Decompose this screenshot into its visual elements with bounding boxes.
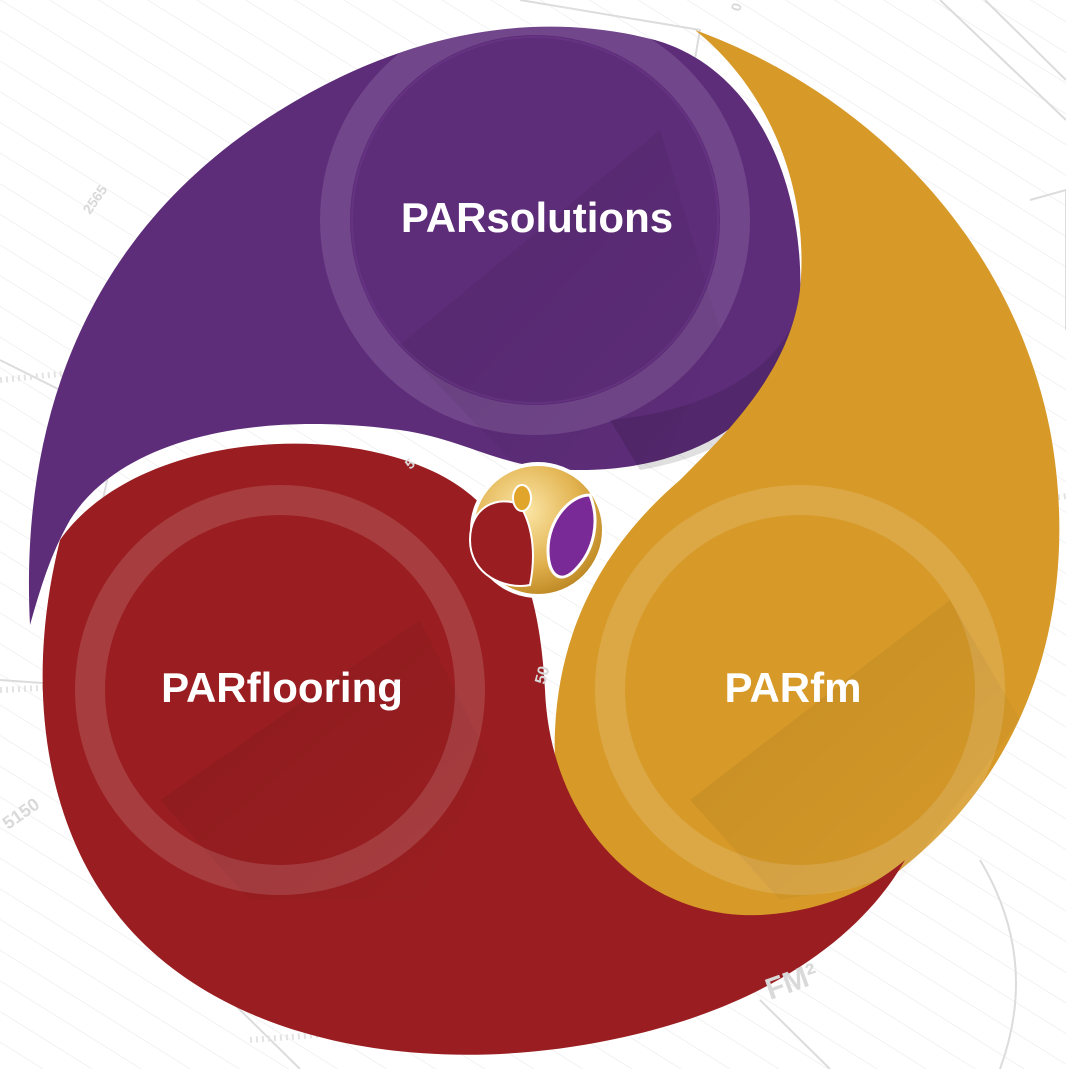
label-parflooring: PARflooring — [161, 664, 403, 711]
segment-parsolutions — [28, 5, 801, 625]
label-parsolutions: PARsolutions — [401, 194, 673, 241]
dimension-label-50: 50 — [532, 664, 553, 686]
par-droplets-logo-icon — [468, 462, 606, 598]
dimension-label-0: 0 — [727, 1, 745, 13]
segment-parfm — [554, 30, 1060, 936]
label-parfm: PARfm — [725, 664, 862, 711]
segment-parflooring — [42, 443, 906, 1055]
